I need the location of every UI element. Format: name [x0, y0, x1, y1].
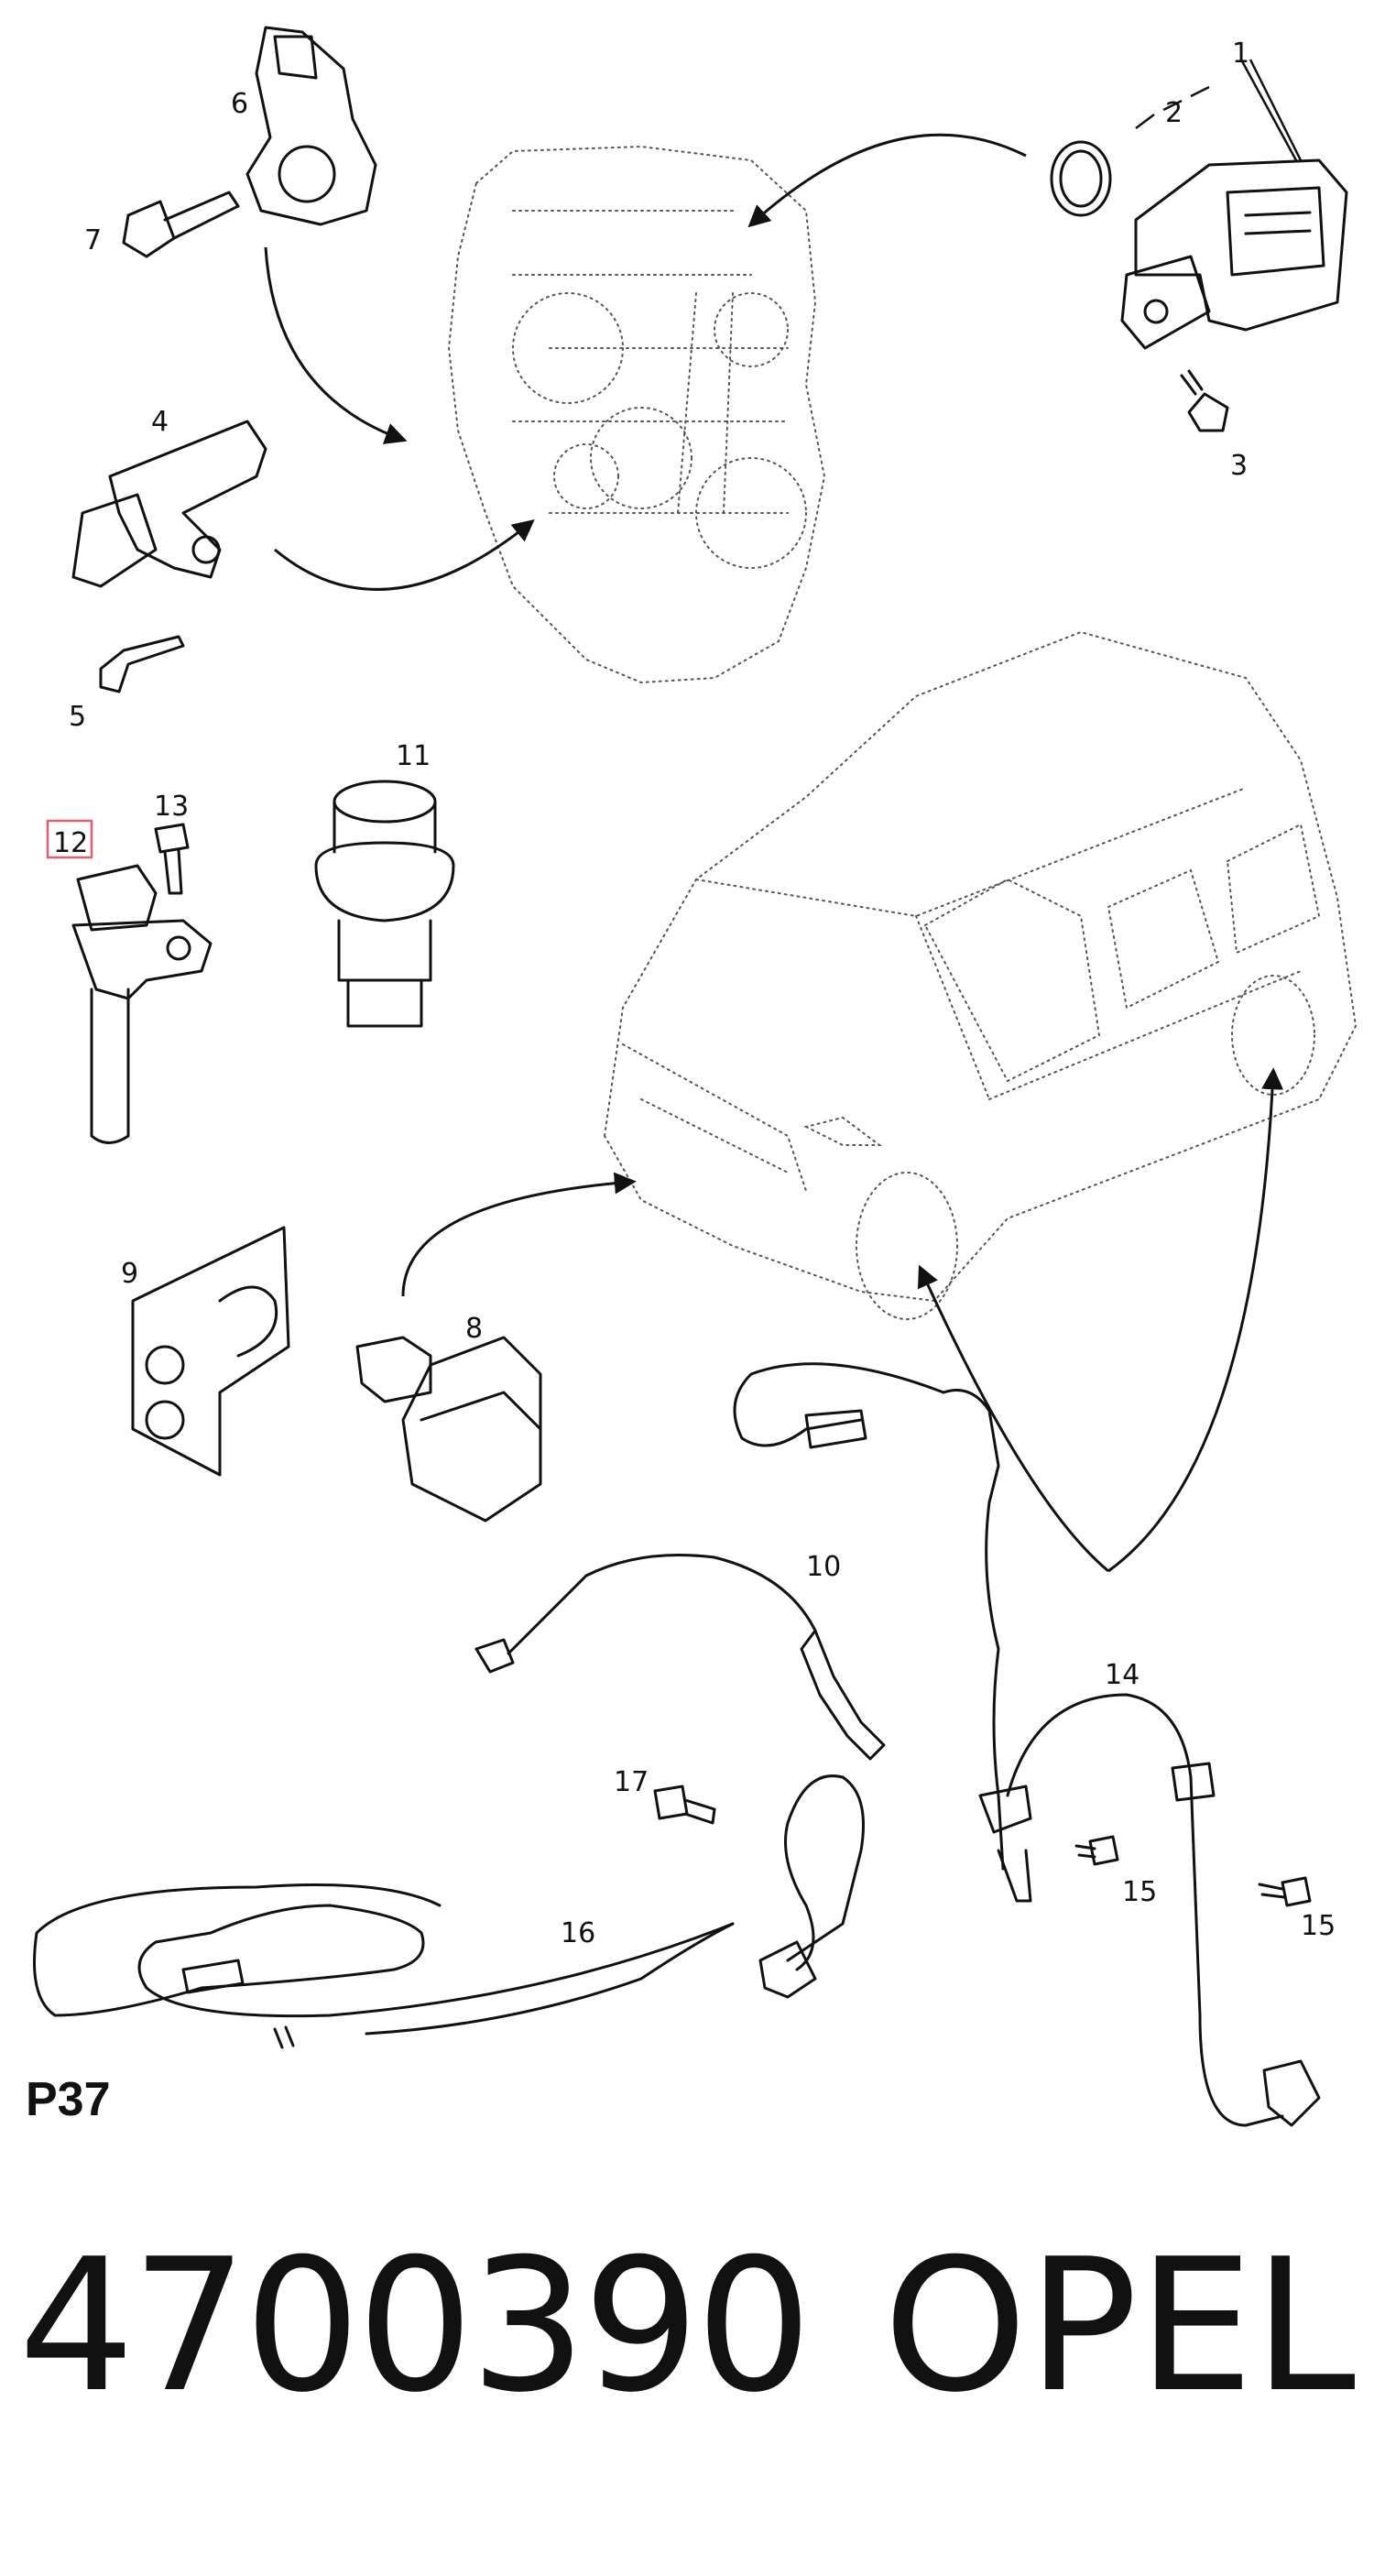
part-number: 4700390 [18, 2220, 812, 2433]
callout-11: 11 [396, 740, 431, 772]
callout-9: 9 [121, 1258, 138, 1290]
callout-15-a: 15 [1122, 1876, 1157, 1908]
part-11-pressure-switch [314, 780, 455, 1028]
callout-12: 12 [53, 827, 88, 859]
callout-5: 5 [69, 701, 86, 733]
callout-8: 8 [465, 1313, 483, 1345]
callout-14: 14 [1105, 1659, 1140, 1691]
part-16-rear-abs-cable [33, 1774, 865, 2049]
part-7-bolt [122, 191, 240, 258]
part-14-abs-harness [733, 1362, 1321, 2127]
part-2-o-ring [1050, 140, 1112, 217]
callout-4: 4 [151, 406, 169, 438]
callout-17: 17 [614, 1766, 649, 1798]
part-13-bolt [154, 823, 190, 895]
callout-7: 7 [84, 224, 102, 257]
callout-6: 6 [231, 88, 248, 120]
highlight-box-12 [46, 819, 93, 859]
part-6-knock-sensor [245, 26, 377, 226]
callout-10: 10 [806, 1551, 841, 1583]
callout-labels: 1 2 3 4 5 6 7 8 9 10 11 12 13 14 15 15 1… [53, 38, 1336, 1949]
callout-2: 2 [1165, 97, 1183, 129]
callout-1: 1 [1232, 38, 1249, 70]
part-17-bolt [653, 1785, 716, 1825]
callout-15-b: 15 [1301, 1910, 1336, 1942]
part-9-gasket [131, 1226, 290, 1477]
part-10-oxygen-sensor [474, 1554, 886, 1761]
part-4-sensor [71, 420, 267, 588]
engine-illustration [447, 145, 826, 684]
assembly-arrows [264, 133, 1284, 1573]
part-1-sensor [1120, 158, 1348, 350]
vehicle-illustration [603, 630, 1358, 1320]
callout-13: 13 [154, 791, 189, 823]
part-15-bolt-a [1074, 1835, 1119, 1866]
part-3-bolt [1180, 369, 1229, 432]
part-8-sensor-unit [355, 1336, 542, 1523]
page-code: P37 [26, 2073, 111, 2126]
brand-name: OPEL [883, 2220, 1356, 2433]
callout-3: 3 [1230, 450, 1248, 482]
part-5-bolt [99, 635, 185, 693]
part-12-speed-sensor [71, 864, 213, 1144]
callout-16: 16 [561, 1917, 595, 1949]
exploded-parts-diagram: 1 2 3 4 5 6 7 8 9 10 11 12 13 14 15 15 1… [33, 26, 1358, 2127]
part-15-bolt-b [1258, 1876, 1312, 1907]
leader-lines [1135, 59, 1303, 161]
